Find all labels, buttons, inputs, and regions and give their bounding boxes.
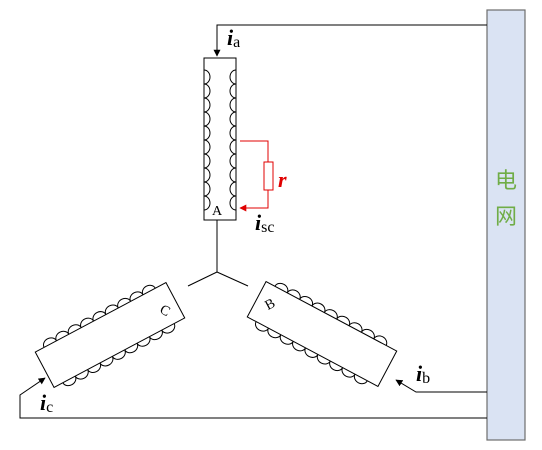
neutral-b: [216, 271, 249, 287]
resistor-label: r: [278, 167, 287, 192]
winding-c: C: [34, 281, 186, 389]
fault-resistor: [263, 161, 274, 191]
winding-b: B: [246, 280, 398, 388]
current-c-label: ic: [40, 390, 53, 416]
winding-a-coils: [203, 69, 237, 211]
wire-phase-a: [213, 24, 487, 57]
neutral-c: [187, 271, 218, 287]
wire-phase-b: [395, 379, 487, 393]
winding-a-label: A: [212, 204, 223, 219]
grid-label-1: 电: [495, 169, 517, 194]
fault-path-top: [240, 140, 269, 162]
current-b-label: ib: [416, 361, 430, 387]
winding-a-frame: [203, 57, 237, 221]
grid-label-2: 网: [495, 205, 517, 230]
fault-path-bottom: [239, 190, 269, 212]
grid-box: [486, 9, 526, 441]
winding-b-label: B: [263, 296, 278, 314]
current-sc-label: isc: [255, 210, 274, 236]
winding-c-label: C: [157, 302, 172, 320]
current-a-label: ia: [227, 25, 240, 51]
wire-phase-c: [19, 377, 487, 419]
